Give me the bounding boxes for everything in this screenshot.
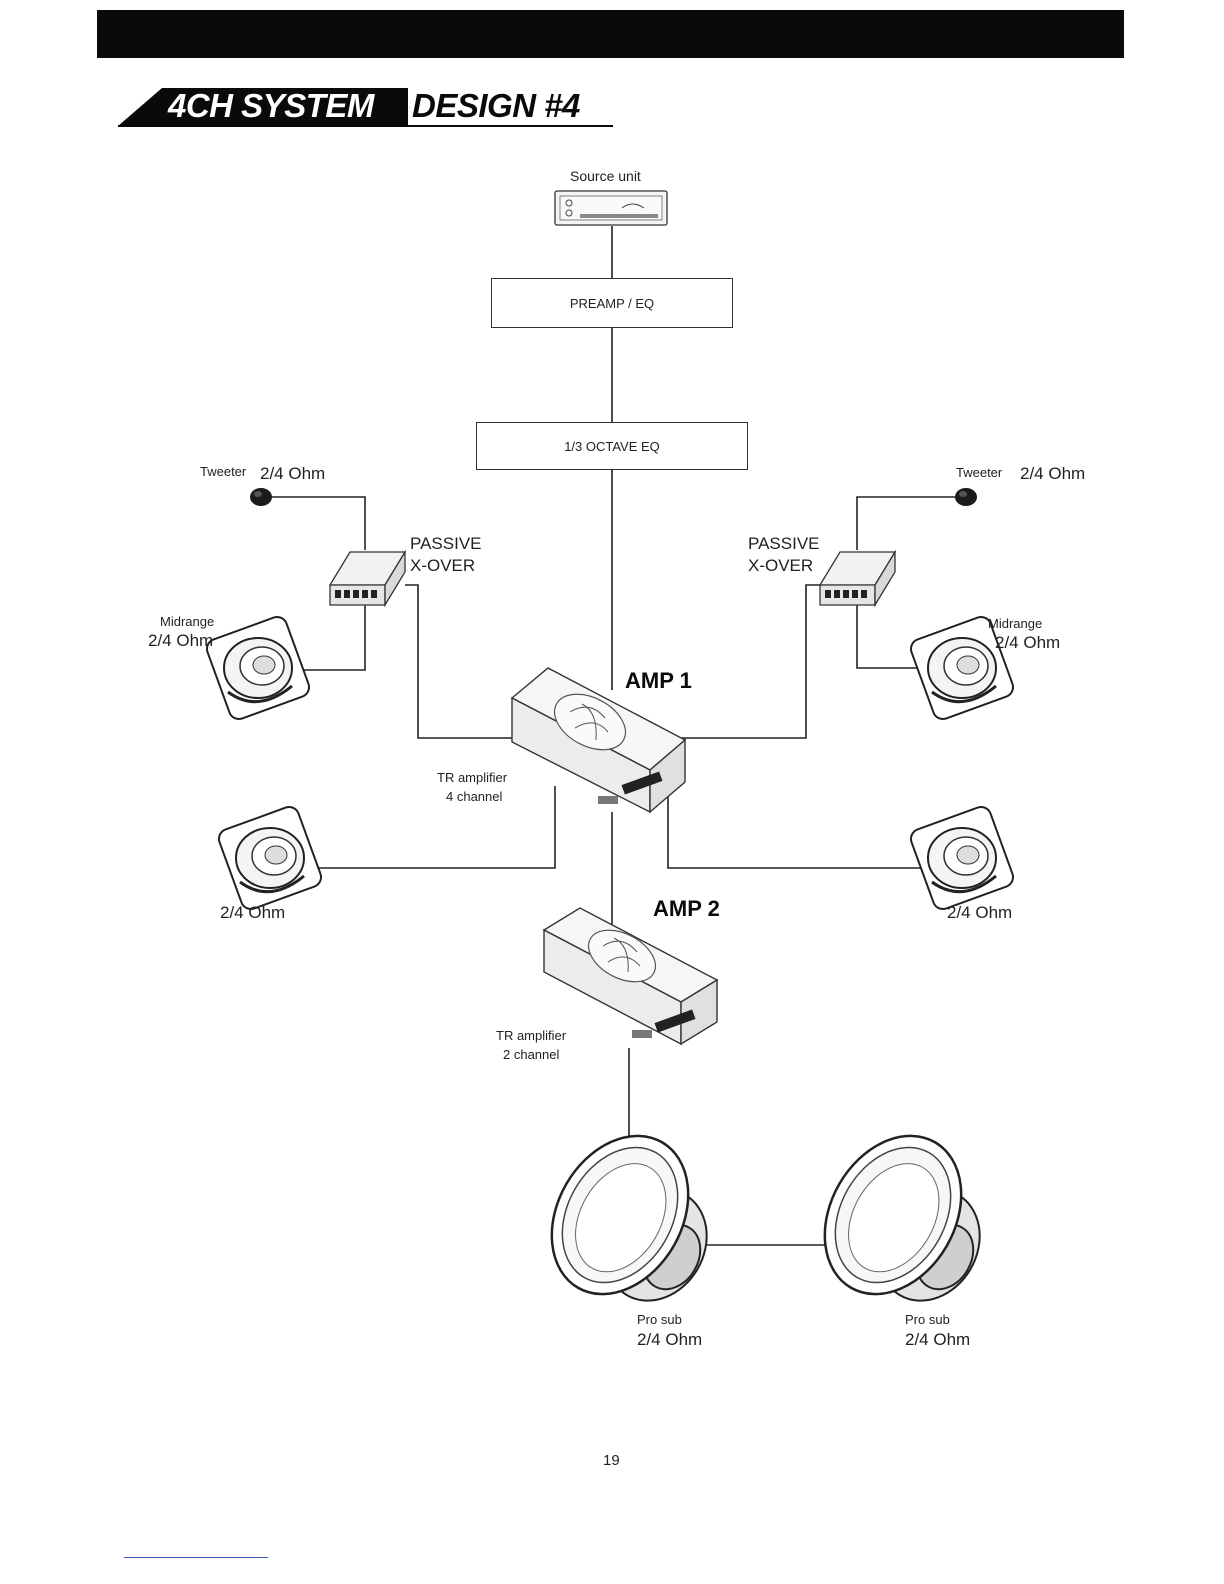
left-tweeter-label: Tweeter	[200, 464, 246, 479]
left-sub-ohm: 2/4 Ohm	[637, 1330, 702, 1350]
left-sub-icon	[524, 1111, 726, 1319]
amp2-desc-line1: TR amplifier	[496, 1028, 566, 1043]
amp1-desc-line1: TR amplifier	[437, 770, 507, 785]
left-midrange-speaker-icon	[204, 614, 312, 722]
right-tweeter-ohm: 2/4 Ohm	[1020, 464, 1085, 484]
left-midrange-ohm: 2/4 Ohm	[148, 631, 213, 651]
right-sub-icon	[797, 1111, 999, 1319]
source-unit-label: Source unit	[570, 168, 641, 184]
right-xover-icon	[820, 552, 895, 605]
wire-right-rear	[668, 790, 928, 868]
left-rear-speaker-icon	[216, 804, 324, 912]
preamp-eq-box: PREAMP / EQ	[491, 278, 733, 328]
amp1-desc-line2: 4 channel	[446, 789, 502, 804]
right-midrange-label: Midrange	[988, 616, 1042, 631]
amp2-device-icon	[544, 908, 717, 1044]
wire-right-tweeter	[857, 497, 962, 550]
wire-right-xover-amp1	[675, 585, 820, 738]
right-midrange-ohm: 2/4 Ohm	[995, 633, 1060, 653]
wire-left-xover-amp1	[405, 585, 525, 738]
left-xover-label-2: X-OVER	[410, 556, 475, 576]
left-rear-ohm: 2/4 Ohm	[220, 903, 285, 923]
wire-left-tweeter	[270, 497, 365, 550]
right-tweeter-label: Tweeter	[956, 465, 1002, 480]
footer-rule	[124, 1557, 268, 1558]
right-rear-speaker-icon	[908, 804, 1016, 912]
right-rear-ohm: 2/4 Ohm	[947, 903, 1012, 923]
right-tweeter-icon	[955, 488, 977, 506]
left-xover-label-1: PASSIVE	[410, 534, 482, 554]
amp2-label: AMP 2	[653, 896, 720, 922]
amp1-label: AMP 1	[625, 668, 692, 694]
left-tweeter-icon	[250, 488, 272, 506]
right-sub-label: Pro sub	[905, 1312, 950, 1327]
right-xover-label-1: PASSIVE	[748, 534, 820, 554]
octave-eq-box: 1/3 OCTAVE EQ	[476, 422, 748, 470]
page-number: 19	[603, 1452, 620, 1469]
wire-left-rear	[312, 786, 555, 868]
left-sub-label: Pro sub	[637, 1312, 682, 1327]
wire-left-midrange	[298, 605, 365, 670]
right-xover-label-2: X-OVER	[748, 556, 813, 576]
left-xover-icon	[330, 552, 405, 605]
right-sub-ohm: 2/4 Ohm	[905, 1330, 970, 1350]
amp2-desc-line2: 2 channel	[503, 1047, 559, 1062]
left-midrange-label: Midrange	[160, 614, 214, 629]
source-unit-device	[555, 191, 667, 225]
left-tweeter-ohm: 2/4 Ohm	[260, 464, 325, 484]
